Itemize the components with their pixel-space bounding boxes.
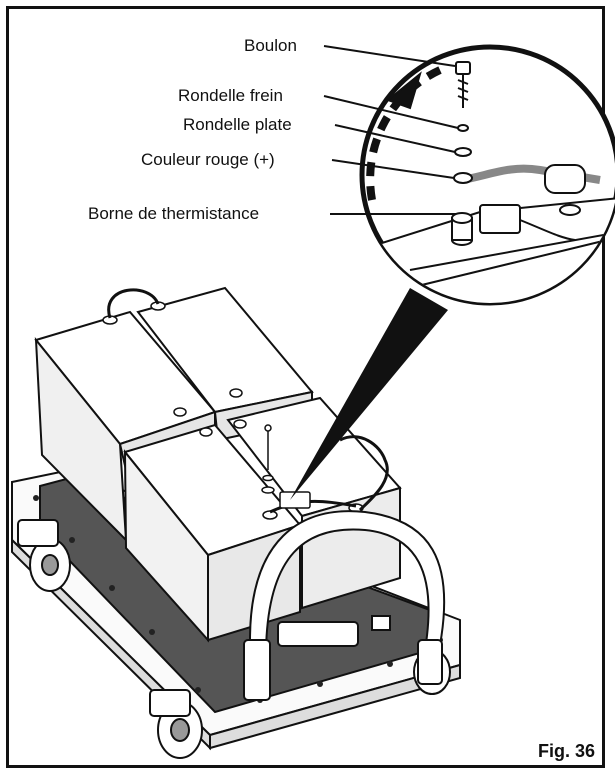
label-flat-washer: Rondelle plate [183, 115, 292, 134]
battery-terminals [102, 301, 364, 520]
magnified-detail [359, 44, 615, 306]
leader-lines [323, 45, 459, 215]
exploded-bolt-small [261, 424, 275, 494]
label-red-color: Couleur rouge (+) [141, 150, 275, 169]
figure-number: Fig. 36 [537, 741, 595, 761]
thermistor-small [279, 491, 311, 509]
label-lock-washer: Rondelle frein [178, 86, 283, 105]
label-bolt: Boulon [244, 36, 297, 55]
callout-pointer [290, 288, 448, 500]
label-thermistor-terminal: Borne de thermistance [88, 204, 260, 223]
cart-handle [243, 510, 446, 701]
